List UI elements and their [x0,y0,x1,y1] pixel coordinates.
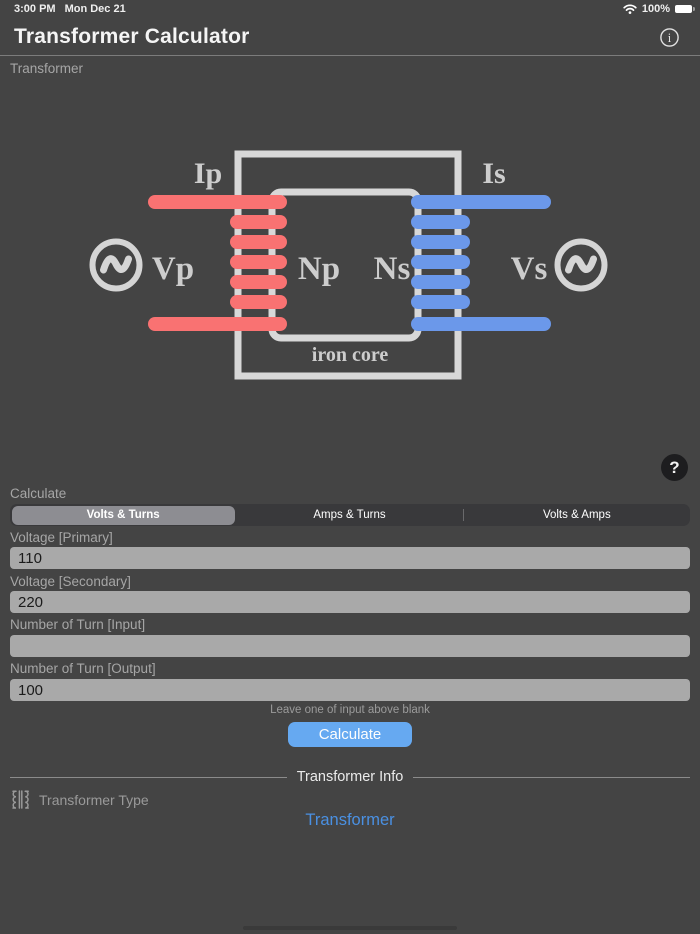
turns-output-label: Number of Turn [Output] [10,661,156,676]
label-vp: Vp [152,251,194,287]
wifi-icon [623,3,637,14]
transformer-section-label: Transformer [10,61,84,76]
title-divider [0,55,700,56]
segment-volts-turns[interactable]: Volts & Turns [11,505,235,525]
primary-ac-source-icon [89,238,143,292]
segment-amps-turns[interactable]: Amps & Turns [313,509,386,521]
turns-input-label: Number of Turn [Input] [10,617,146,632]
primary-coil [148,195,287,331]
turns-output-input[interactable] [10,679,690,701]
page-title: Transformer Calculator [14,25,250,48]
transformer-type-row: Transformer Type [10,788,149,811]
status-date: Mon Dec 21 [64,2,126,15]
blank-input-hint: Leave one of input above blank [270,704,430,716]
info-header-line-left [10,776,287,778]
info-icon: i [668,31,672,45]
label-iron-core: iron core [312,344,389,366]
segment-volts-amps[interactable]: Volts & Amps [542,509,611,521]
info-header-line-right [413,776,691,778]
voltage-secondary-input[interactable] [10,591,690,613]
calculate-button[interactable]: Calculate [288,722,412,747]
voltage-secondary-label: Voltage [Secondary] [10,574,131,589]
label-vs: Vs [511,251,548,287]
turns-input-input[interactable] [10,635,690,657]
label-np: Np [298,251,340,287]
secondary-ac-source-icon [554,238,608,292]
home-indicator[interactable] [243,926,457,930]
battery-percent: 100% [641,2,670,15]
calculate-section-label: Calculate [10,486,67,501]
battery-icon [675,4,695,13]
transformer-diagram: Ip Is Vp Np Ns Vs iron core [89,150,608,380]
transformer-type-value-link[interactable]: Transformer [305,811,395,829]
voltage-primary-input[interactable] [10,547,690,569]
info-button[interactable]: i [659,27,680,48]
transformer-type-label: Transformer Type [39,791,149,808]
label-ns: Ns [374,251,411,287]
status-time: 3:00 PM [14,2,56,15]
status-bar: 3:00 PM Mon Dec 21 100% [0,0,700,17]
secondary-coil [411,195,551,331]
transformer-info-header: Transformer Info [10,769,691,785]
transformer-type-icon [10,788,31,811]
calculation-mode-segmented-control: Volts & Turns Amps & Turns Volts & Amps [10,504,690,526]
help-button[interactable]: ? [661,454,688,481]
voltage-primary-label: Voltage [Primary] [10,530,113,545]
segment-divider [462,509,464,521]
label-ip: Ip [194,157,222,190]
label-is: Is [482,157,505,190]
transformer-info-title: Transformer Info [296,769,404,785]
